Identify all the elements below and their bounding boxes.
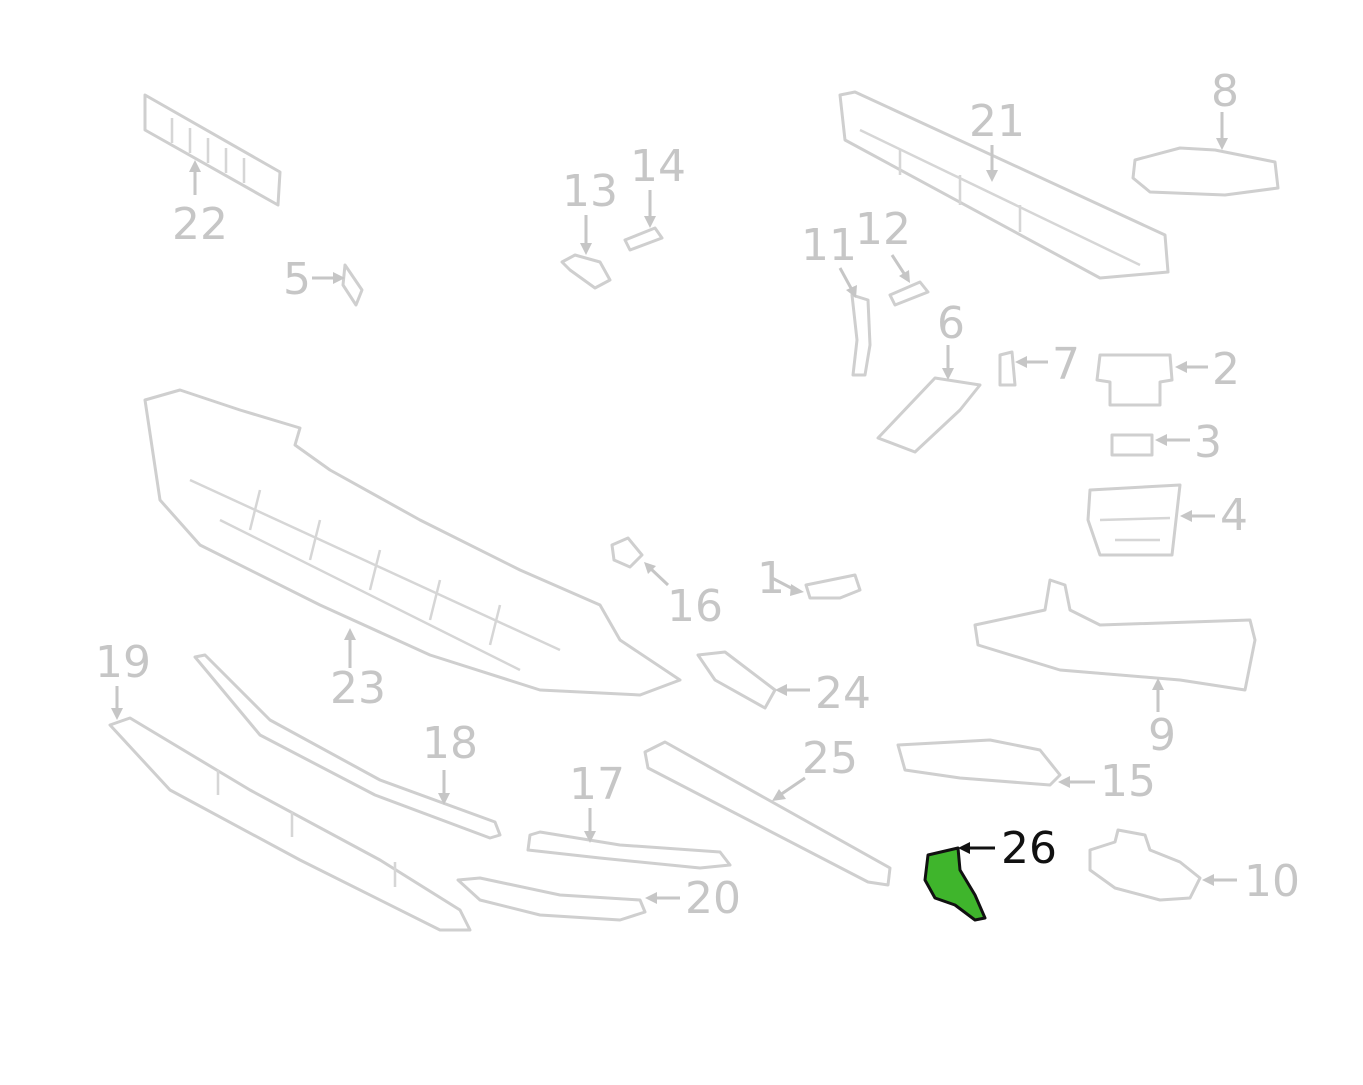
part-25[interactable] <box>643 740 892 887</box>
part-11[interactable] <box>850 293 872 377</box>
part-26[interactable] <box>923 846 987 922</box>
part-17[interactable] <box>526 830 732 870</box>
part-10[interactable] <box>1088 828 1202 902</box>
part-13[interactable] <box>560 253 612 290</box>
part-24[interactable] <box>696 650 777 710</box>
label-20[interactable]: 20 <box>685 873 741 924</box>
label-22[interactable]: 22 <box>172 199 228 250</box>
part-2[interactable] <box>1095 353 1174 407</box>
part-14[interactable] <box>623 226 664 252</box>
part-9[interactable] <box>973 578 1257 692</box>
part-19[interactable] <box>108 716 472 932</box>
label-10[interactable]: 10 <box>1244 856 1300 907</box>
part-23[interactable] <box>143 388 682 697</box>
part-12[interactable] <box>888 280 930 307</box>
part-15[interactable] <box>896 738 1062 787</box>
label-5[interactable]: 5 <box>283 254 311 305</box>
label-7[interactable]: 7 <box>1052 339 1080 390</box>
label-1[interactable]: 1 <box>757 553 785 604</box>
part-7[interactable] <box>998 350 1017 387</box>
part-8[interactable] <box>1131 146 1280 197</box>
label-14[interactable]: 14 <box>630 141 686 192</box>
part-22[interactable] <box>143 93 282 207</box>
part-1[interactable] <box>804 573 862 600</box>
label-18[interactable]: 18 <box>422 718 478 769</box>
part-5[interactable] <box>341 263 364 307</box>
part-4[interactable] <box>1086 483 1182 557</box>
label-21[interactable]: 21 <box>969 96 1025 147</box>
label-11[interactable]: 11 <box>801 220 857 271</box>
label-6[interactable]: 6 <box>937 298 965 349</box>
label-8[interactable]: 8 <box>1211 66 1239 117</box>
leader-arrows <box>111 112 1237 904</box>
label-15[interactable]: 15 <box>1100 756 1156 807</box>
part-16[interactable] <box>610 536 644 569</box>
label-23[interactable]: 23 <box>330 663 386 714</box>
label-26[interactable]: 26 <box>1001 823 1057 874</box>
label-19[interactable]: 19 <box>95 637 151 688</box>
callout-labels: 1 2 3 4 5 6 7 8 9 10 11 12 13 14 15 16 1… <box>95 66 1300 924</box>
label-16[interactable]: 16 <box>667 581 723 632</box>
label-17[interactable]: 17 <box>569 759 625 810</box>
label-13[interactable]: 13 <box>562 166 618 217</box>
label-12[interactable]: 12 <box>855 204 911 255</box>
label-3[interactable]: 3 <box>1194 417 1222 468</box>
part-20[interactable] <box>456 876 647 922</box>
label-25[interactable]: 25 <box>802 733 858 784</box>
part-6[interactable] <box>876 376 982 454</box>
label-4[interactable]: 4 <box>1220 490 1248 541</box>
label-2[interactable]: 2 <box>1212 344 1240 395</box>
part-3[interactable] <box>1110 433 1154 457</box>
part-18[interactable] <box>193 653 502 840</box>
part-21[interactable] <box>838 90 1170 280</box>
label-24[interactable]: 24 <box>815 668 871 719</box>
label-9[interactable]: 9 <box>1148 710 1176 761</box>
